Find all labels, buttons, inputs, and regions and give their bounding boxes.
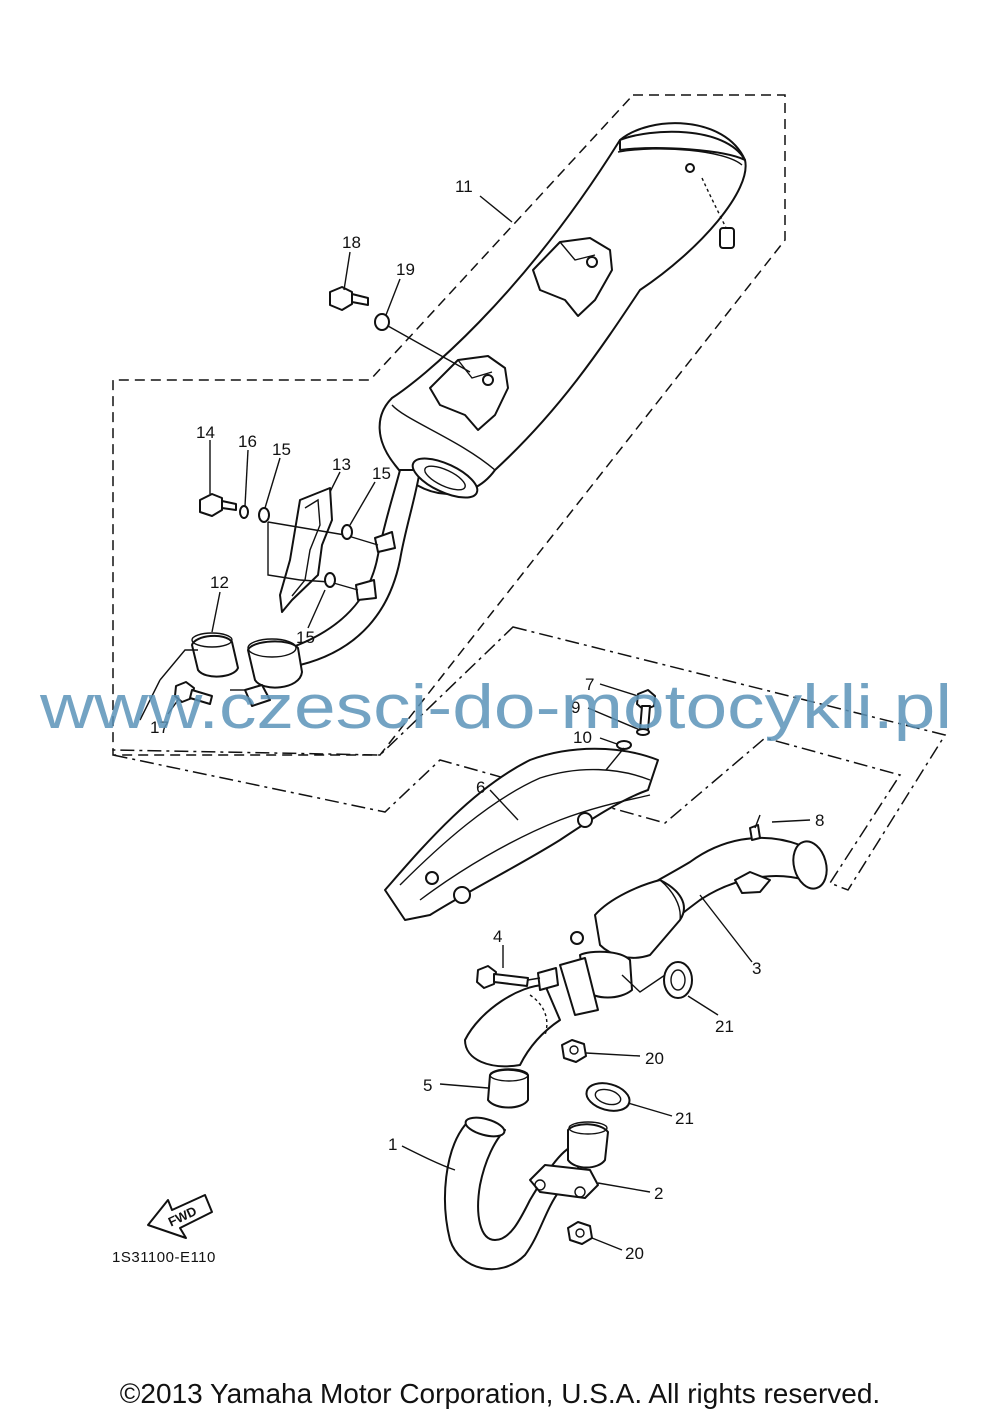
callout-21-b: 21	[675, 1109, 694, 1128]
callout-15-b: 15	[372, 464, 391, 483]
callout-8: 8	[815, 811, 824, 830]
exhaust-pipe-1	[444, 1116, 609, 1271]
callout-5: 5	[423, 1076, 432, 1095]
washer-10	[616, 740, 632, 750]
bolt-17	[174, 681, 213, 705]
muffler-clamp	[244, 638, 303, 707]
callout-9: 9	[571, 698, 580, 717]
callout-3: 3	[752, 959, 761, 978]
callout-15-c: 15	[296, 628, 315, 647]
callout-7: 7	[585, 675, 594, 694]
nut-20-upper	[561, 1039, 587, 1063]
callout-21-a: 21	[715, 1017, 734, 1036]
callout-19: 19	[396, 260, 415, 279]
callout-15-a: 15	[272, 440, 291, 459]
washer-15-c	[324, 572, 336, 588]
callout-18: 18	[342, 233, 361, 252]
gasket-5	[487, 1068, 529, 1109]
bolt-4	[476, 965, 529, 989]
callout-16: 16	[238, 432, 257, 451]
copyright-notice: ©2013 Yamaha Motor Corporation, U.S.A. A…	[119, 1378, 881, 1409]
heat-protector-clip-upper	[374, 531, 396, 553]
gasket-21-upper	[663, 961, 693, 999]
fwd-arrow-icon: FWD	[147, 1194, 213, 1239]
gasket-12	[191, 632, 239, 678]
callout-12: 12	[210, 573, 229, 592]
callout-20-a: 20	[645, 1049, 664, 1068]
washer-15-a	[258, 507, 270, 523]
nut-20-lower	[567, 1221, 593, 1245]
heat-protector-clip-lower	[355, 579, 377, 601]
diagram-code: 1S31100-E110	[112, 1249, 216, 1266]
muffler-group-outline	[112, 94, 786, 756]
callout-13: 13	[332, 455, 351, 474]
protector-group-outline	[112, 626, 947, 891]
gasket-21-lower	[585, 1082, 631, 1112]
callout-14: 14	[196, 423, 215, 442]
heat-protector-13	[267, 487, 346, 613]
muffler-inlet-pipe	[289, 457, 479, 666]
callout-6: 6	[476, 778, 485, 797]
callout-4: 4	[493, 927, 502, 946]
washer-15-b	[341, 524, 353, 540]
bolt-18	[329, 286, 369, 311]
callout-11: 11	[455, 177, 473, 196]
exhaust-protector-6	[384, 747, 659, 921]
muffler-body	[378, 122, 747, 495]
washer-19	[374, 313, 390, 331]
washer-16	[239, 505, 249, 519]
callout-20-b: 20	[625, 1244, 644, 1263]
callout-17: 17	[150, 718, 169, 737]
bolt-14	[199, 493, 237, 517]
washer-9	[636, 728, 650, 736]
exhaust-flange-2	[529, 1164, 599, 1199]
callout-2: 2	[654, 1184, 663, 1203]
callout-1: 1	[388, 1135, 397, 1154]
callout-10: 10	[573, 728, 592, 747]
watermark: www.czesci-do-motocykli.pl	[39, 673, 952, 742]
exhaust-pipe-3	[464, 824, 828, 1068]
